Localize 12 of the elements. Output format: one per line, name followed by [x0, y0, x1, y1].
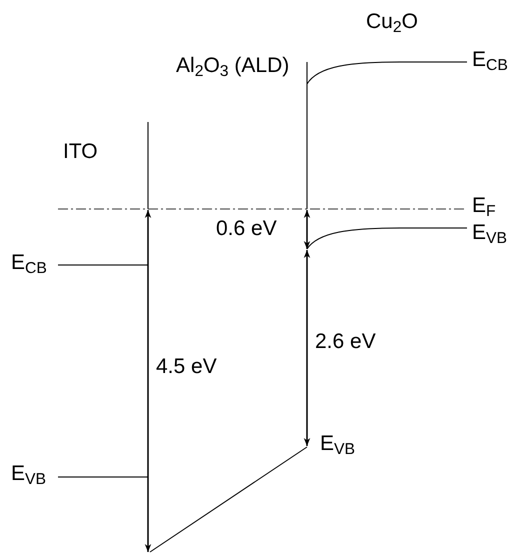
energy-value: 2.6 eV [315, 330, 376, 354]
band-label: E$_{CB}$ [472, 48, 508, 72]
band-label: E$_{CB}$ [11, 251, 47, 275]
energy-value: 4.5 eV [156, 355, 217, 379]
band-label: E$_{F}$ [472, 194, 496, 218]
material-label: Cu$_{2}$O [366, 10, 418, 34]
material-label: Al$_{2}$O$_{3}$ (ALD) [176, 54, 288, 78]
band-label: E$_{VB}$ [320, 432, 356, 456]
material-label: ITO [63, 140, 98, 164]
band-label: E$_{VB}$ [11, 462, 46, 486]
band-label: E$_{VB}$ [472, 221, 508, 245]
energy-value: 0.6 eV [216, 217, 277, 241]
